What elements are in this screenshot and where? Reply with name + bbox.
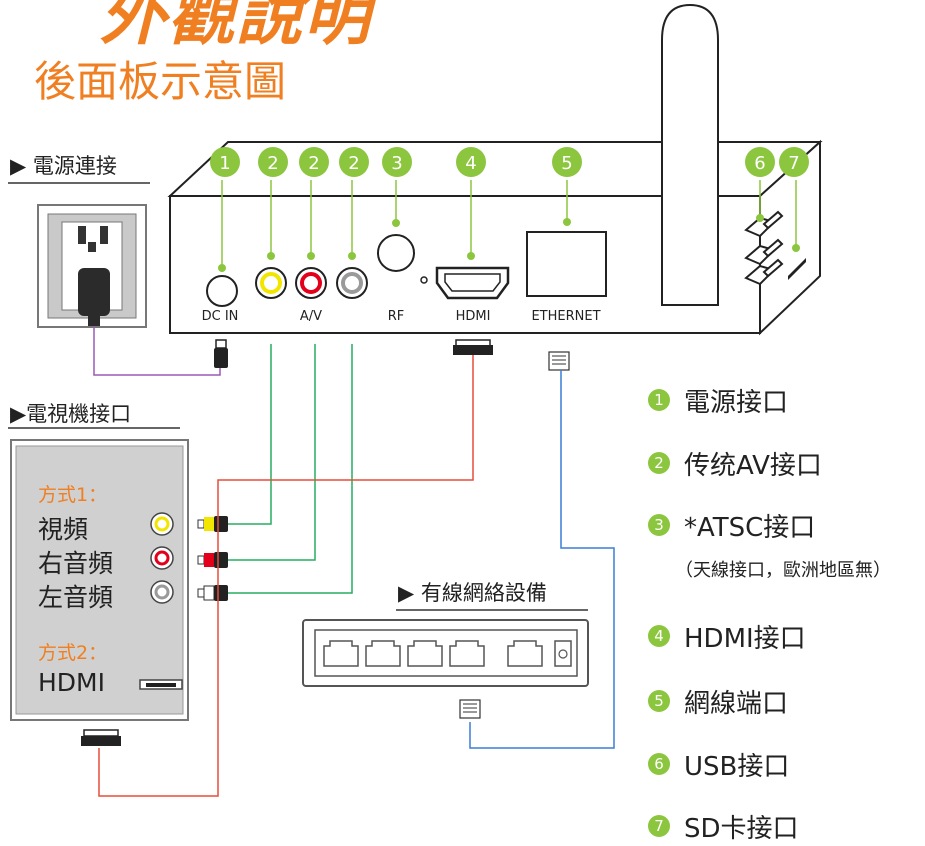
legend-number: 7 [648,815,670,837]
section-heading-network: ▶ 有線網絡設備 [398,581,547,605]
hdmi-cable [98,355,474,797]
device-box [167,139,823,336]
tv-right-audio-label: 右音頻 [38,549,114,578]
legend-item: 4 HDMI接口 [648,616,806,656]
rca-plug-white [197,585,228,601]
legend-number: 2 [648,452,670,474]
tv-method1-label: 方式1： [38,484,108,506]
tv-rca-red [150,546,174,570]
av-cable-red [228,344,316,561]
tv-video-label: 視頻 [38,515,89,544]
badge-1: 1 [219,153,230,174]
port-label-av: A/V [300,309,322,324]
tv-hdmi-label: HDMI [38,668,105,697]
rca-plug-yellow [197,516,228,532]
legend-label: HDMI接口 [684,623,806,654]
legend-number: 6 [648,753,670,775]
legend-item: 1 電源接口 [648,380,788,420]
badge-3: 3 [391,153,402,174]
ethernet-plug-router [459,699,481,719]
badge-2b: 2 [308,153,319,174]
badge-2a: 2 [267,153,278,174]
legend-item: 6 USB接口 [648,744,789,784]
av-cable-white [228,344,353,594]
power-cable [93,326,221,376]
hdmi-plug-tv [81,729,121,746]
legend-label: USB接口 [684,751,790,782]
network-switch [302,619,589,687]
badge-7: 7 [788,153,799,174]
dc-in-port [206,180,238,307]
page-title: 後面板示意圖 [34,57,287,106]
hdmi-port [435,180,510,300]
av-cable-yellow [228,344,272,525]
port-label-hdmi: HDMI [456,309,491,324]
av-red-port [295,180,327,299]
legend-label: 電源接口 [684,387,789,418]
dc-plug-icon [214,339,228,368]
port-label-dc-in: DC IN [202,309,239,324]
ethernet-cable [469,370,615,749]
usb-ports [744,180,784,286]
tv-panel [10,439,189,721]
legend-item: 3 *ATSC接口 [648,505,815,545]
badge-6: 6 [754,153,765,174]
port-label-rf: RF [388,309,405,324]
av-yellow-port [255,180,287,299]
rca-plug-red [197,552,228,568]
tv-rca-yellow [150,512,174,536]
port-number-badges [210,147,809,177]
legend-number: 3 [648,514,670,536]
legend-item: 5 網線端口 [648,681,788,721]
section-heading-power: ▶ 電源連接 [10,154,117,178]
tv-method2-label: 方式2： [38,642,108,664]
tv-left-audio-label: 左音頻 [38,583,114,612]
antenna-icon [661,3,719,306]
section-heading-tv: ▶電視機接口 [10,402,132,426]
legend-note: （天線接口，歐洲地區無） [675,560,891,581]
av-white-port [336,180,368,299]
hdmi-plug-device [453,339,493,355]
legend-number: 1 [648,389,670,411]
power-outlet [37,204,147,328]
badge-4: 4 [465,153,476,174]
port-label-ethernet: ETHERNET [531,309,600,324]
rf-port [377,180,428,284]
legend-item: 7 SD卡接口 [648,806,799,846]
legend-number: 5 [648,690,670,712]
badge-2c: 2 [348,153,359,174]
sd-slot [788,180,806,280]
top-title-fragment: 外觀說明 [100,0,372,54]
ethernet-plug-device [548,351,570,371]
legend-number: 4 [648,625,670,647]
legend-label: 網線端口 [684,688,789,719]
tv-hdmi-port [139,679,183,690]
legend-label: SD卡接口 [684,813,799,844]
legend-label: *ATSC接口 [684,512,816,543]
badge-5: 5 [561,153,572,174]
legend-item: 2 传统AV接口 [648,443,822,483]
tv-rca-white [150,580,174,604]
legend-label: 传统AV接口 [684,450,822,481]
ethernet-port [526,180,607,297]
